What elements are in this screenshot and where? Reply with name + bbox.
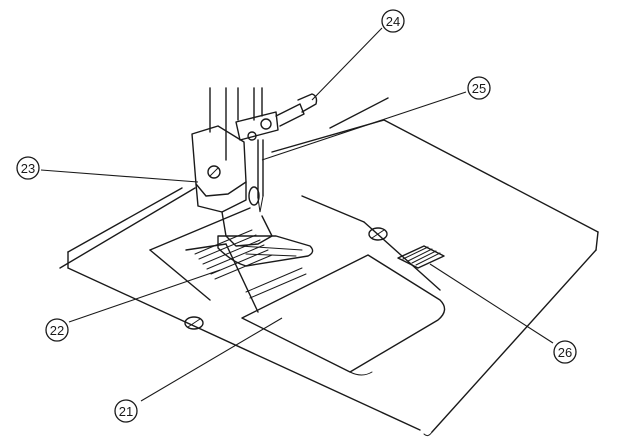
plate-screw-left	[184, 316, 204, 330]
leader-lines	[40, 27, 554, 402]
callout-25: 25	[467, 76, 491, 100]
needle-plate	[149, 195, 441, 330]
callout-26: 26	[553, 340, 577, 364]
needle	[257, 139, 264, 213]
plate-screw-right	[368, 227, 388, 241]
machine-bed	[59, 97, 599, 437]
callout-24: 24	[381, 9, 405, 33]
callout-22-label: 22	[50, 323, 64, 338]
callout-25-label: 25	[472, 81, 486, 96]
callout-21-label: 21	[119, 404, 133, 419]
callout-23: 23	[16, 156, 40, 180]
callout-22: 22	[45, 318, 69, 342]
needle-clamp	[235, 93, 318, 141]
bobbin-cover-release-button	[397, 245, 445, 269]
callout-24-label: 24	[386, 14, 400, 29]
callout-26-label: 26	[558, 345, 572, 360]
needle-bar	[209, 87, 263, 161]
callout-21: 21	[114, 399, 138, 423]
bobbin-cover	[241, 254, 446, 376]
callout-23-label: 23	[21, 161, 35, 176]
presser-foot	[217, 211, 314, 267]
